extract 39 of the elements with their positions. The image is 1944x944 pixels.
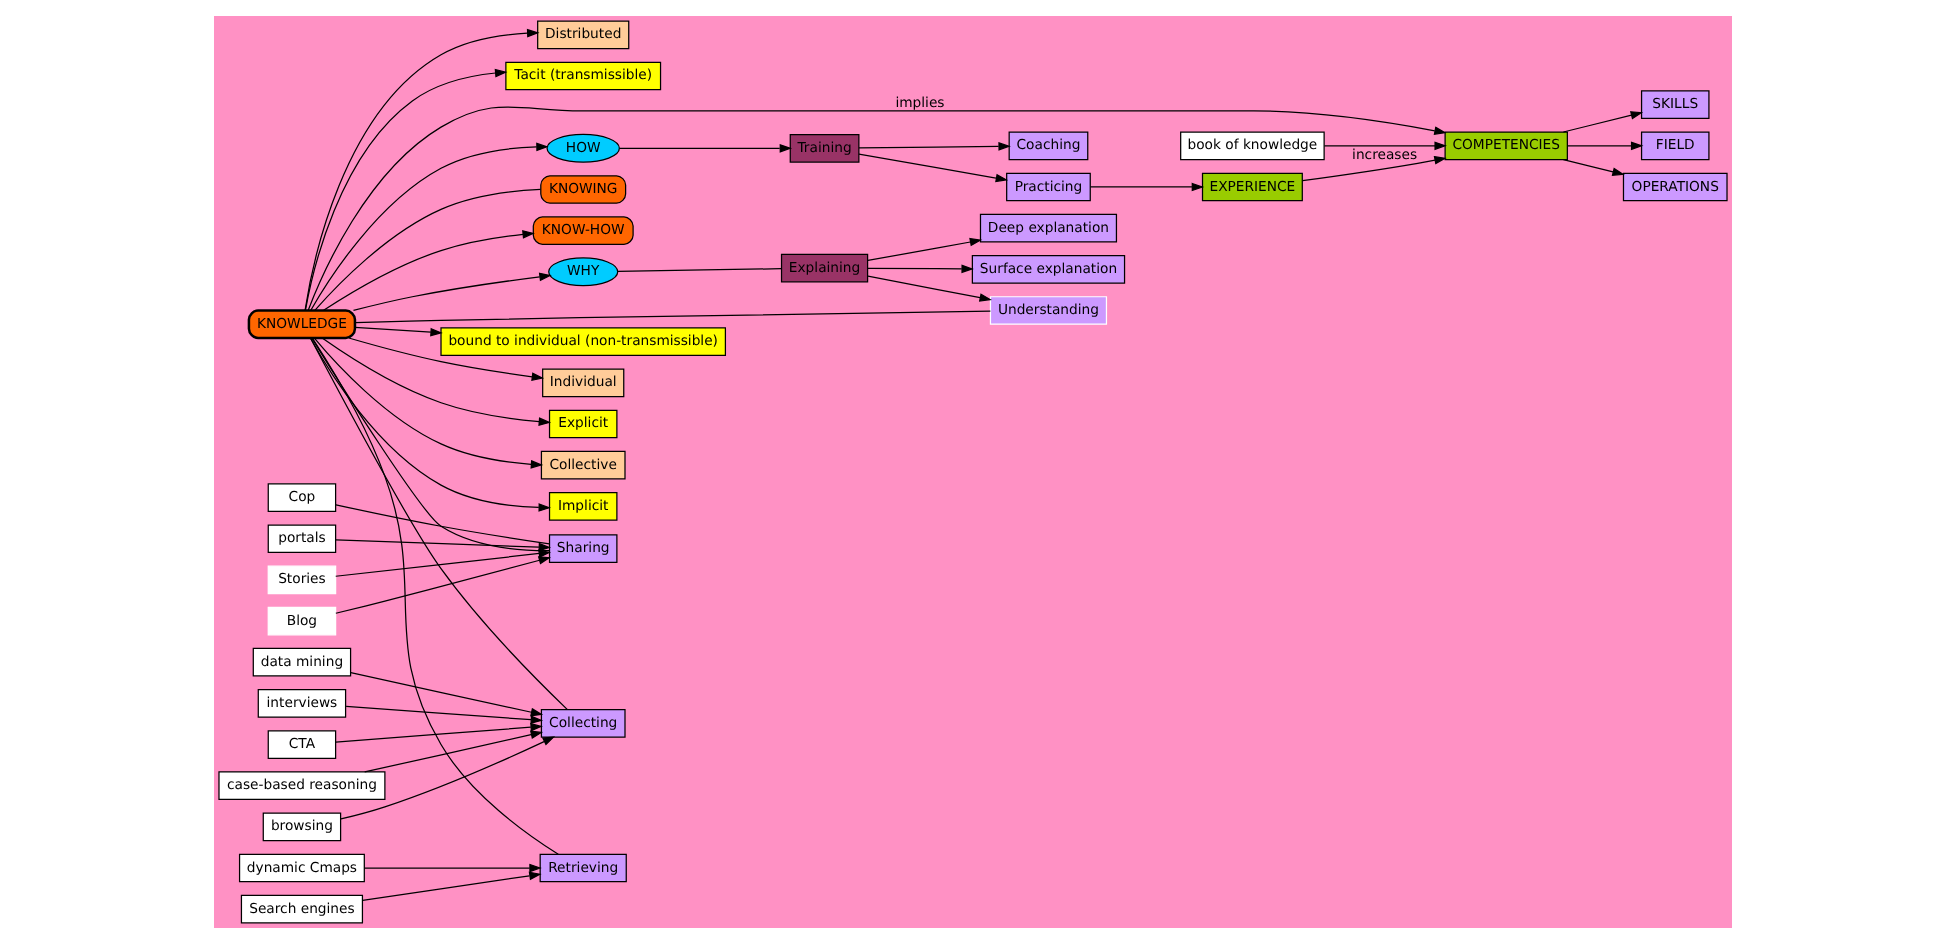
arrow <box>347 337 544 382</box>
arrow <box>866 264 973 274</box>
arrow <box>1561 159 1624 177</box>
arrow <box>339 736 555 820</box>
connector <box>334 504 550 545</box>
arrow <box>363 730 543 773</box>
arrow <box>334 539 551 552</box>
arrow <box>306 106 1446 311</box>
arrow <box>866 275 991 302</box>
arrow <box>334 722 542 743</box>
arrow <box>303 28 539 311</box>
connector <box>313 188 541 312</box>
arrow <box>320 337 551 426</box>
connector <box>310 337 549 552</box>
connector <box>310 337 558 855</box>
connector <box>616 268 781 272</box>
arrow <box>857 153 1008 183</box>
arrow <box>309 142 548 312</box>
arrow <box>353 326 442 337</box>
connector <box>353 310 990 324</box>
arrow <box>1561 111 1643 133</box>
arrow <box>1322 141 1446 151</box>
arrow <box>303 68 507 311</box>
arrow <box>344 705 543 725</box>
arrow <box>1088 182 1204 192</box>
arrow <box>866 237 982 262</box>
arrow <box>349 672 543 717</box>
arrow <box>857 142 1010 151</box>
arrow <box>334 556 551 614</box>
arrow <box>312 337 543 469</box>
arrow <box>1565 141 1643 151</box>
arrow <box>308 337 550 512</box>
arrow <box>1300 155 1446 182</box>
arrow <box>361 871 541 902</box>
arrow <box>322 230 534 311</box>
arrow <box>351 272 551 312</box>
arrow <box>618 143 792 153</box>
arrow <box>362 863 541 873</box>
connector <box>308 337 567 710</box>
